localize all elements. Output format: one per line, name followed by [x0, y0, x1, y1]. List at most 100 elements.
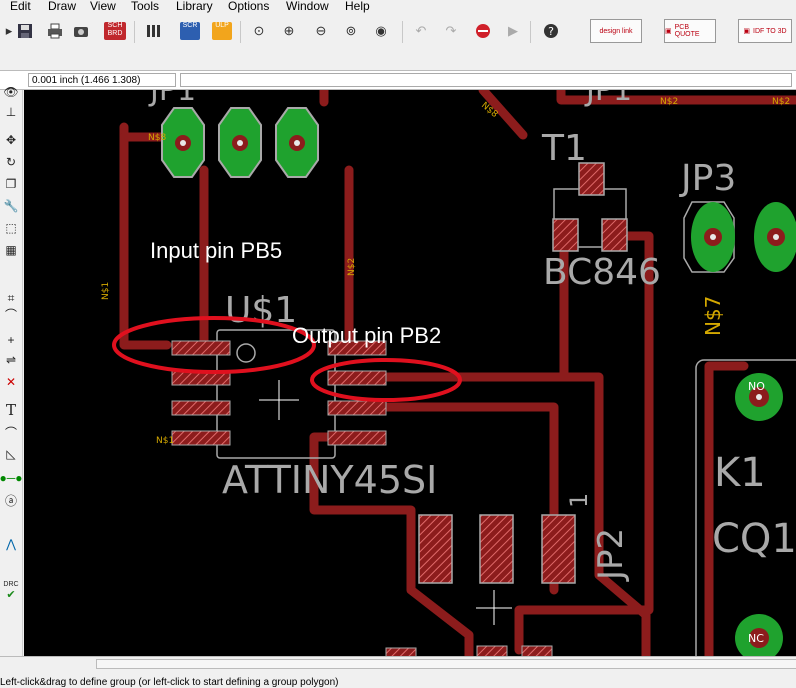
jp1-connector [161, 107, 319, 178]
cube-icon: ▣ [743, 28, 751, 35]
net-label-n1-left: N$1 [101, 282, 111, 300]
lower-pad-c [385, 647, 417, 656]
autorouter-icon[interactable]: ⋀ [6, 537, 16, 551]
delete-icon[interactable]: ✕ [5, 375, 17, 389]
redo-icon[interactable]: ↷ [445, 23, 457, 38]
jp3-pad-2 [754, 202, 796, 272]
mark-icon[interactable]: ⊥ [5, 105, 17, 119]
status-message: Left-click&drag to define group (or left… [0, 677, 339, 688]
stop-icon[interactable] [474, 22, 492, 40]
menu-tools[interactable]: Tools [131, 0, 160, 13]
zoom-in-icon[interactable]: ⊕ [283, 23, 295, 38]
add-icon[interactable]: + [7, 333, 15, 347]
pinswap-icon[interactable]: ⇌ [5, 353, 17, 367]
k1-outline [695, 359, 796, 656]
arc-icon[interactable]: ⌒ [4, 307, 17, 322]
trace-output [374, 372, 651, 656]
help-icon[interactable]: ? [542, 22, 560, 40]
polygon-icon[interactable]: ◺ [6, 447, 16, 461]
t1-pad-collector [578, 162, 605, 196]
crosshair-icon [259, 380, 299, 420]
attribute-icon[interactable]: ⓐ [4, 493, 17, 508]
idf-to-3d-label: IDF TO 3D [753, 27, 787, 35]
label-jp1: JP1 [148, 90, 196, 108]
u1-pin-6 [327, 400, 387, 416]
jp3-pad-1 [691, 202, 735, 272]
group-icon[interactable]: ⬚ [5, 221, 17, 235]
jp1-pad-1 [161, 107, 205, 178]
jp2-connector [385, 514, 576, 656]
arrow-icon[interactable]: ▸ [5, 23, 13, 38]
trace-k1 [704, 361, 749, 656]
zoom-out-icon[interactable]: ⊖ [315, 23, 327, 38]
camera-icon[interactable] [72, 22, 90, 40]
zoom-redraw-icon[interactable]: ⊚ [345, 23, 357, 38]
u1-pin-4 [171, 430, 231, 446]
paste-icon[interactable]: ▦ [5, 243, 17, 257]
move-icon[interactable]: ✥ [5, 133, 17, 147]
label-bc846: BC846 [543, 252, 661, 293]
copy-icon[interactable]: ❐ [5, 177, 17, 191]
go-icon[interactable]: ▶ [508, 23, 518, 38]
script-button[interactable]: SCR [180, 22, 200, 40]
ulp-button[interactable]: ULP [212, 22, 232, 40]
menu-view[interactable]: View [90, 0, 116, 13]
menu-help[interactable]: Help [345, 0, 370, 13]
svg-text:?: ? [548, 25, 554, 38]
design-link-label: design link [599, 27, 633, 35]
layer-bars-icon[interactable] [144, 22, 162, 40]
sch-brd-switch-button[interactable]: SCH BRD [104, 22, 126, 40]
wire-arc-icon[interactable]: ⌒ [4, 425, 17, 440]
u1-ic [171, 329, 387, 459]
board-drawing: JP1 JP1 T1 JP3 BC846 U$1 ATTINY45SI K1 C… [101, 90, 796, 656]
menu-library[interactable]: Library [176, 0, 213, 13]
menu-options[interactable]: Options [228, 0, 270, 13]
net-label-n2-right: N$2 [772, 97, 790, 107]
status-bar: Left-click&drag to define group (or left… [0, 656, 796, 688]
menu-draw[interactable]: Draw [48, 0, 77, 13]
route-icon[interactable]: ●─● [0, 471, 23, 485]
text-tool[interactable]: T [5, 401, 16, 419]
pcb-canvas[interactable]: JP1 JP1 T1 JP3 BC846 U$1 ATTINY45SI K1 C… [24, 90, 796, 656]
eye-icon[interactable]: 👁 [3, 85, 19, 99]
menu-edit[interactable]: Edit [10, 0, 31, 13]
jp2-pad-1 [541, 514, 576, 584]
zoom-fit-icon[interactable]: ⊙ [253, 23, 265, 38]
undo-icon[interactable]: ↶ [415, 23, 427, 38]
separator [530, 21, 531, 43]
label-jp1-right: JP1 [584, 90, 632, 108]
chip-icon: ▣ [665, 28, 672, 35]
rotate-icon[interactable]: ↻ [5, 155, 17, 169]
pcb-quote-button[interactable]: ▣PCB QUOTE [664, 19, 716, 43]
save-icon[interactable] [16, 22, 34, 40]
label-jp3: JP3 [679, 158, 736, 199]
label-k1: K1 [714, 450, 766, 496]
annotation-ellipse-input [112, 316, 316, 374]
t1-pad-base [552, 218, 579, 252]
k1-pad-nc [735, 614, 783, 656]
t1-transistor [552, 162, 628, 252]
zoom-select-icon[interactable]: ◉ [375, 23, 387, 38]
status-indicator [96, 659, 796, 669]
t1-pad-emitter [601, 218, 628, 252]
trace-n8 [478, 90, 528, 140]
trace-t1-collector [514, 231, 654, 655]
command-line-input[interactable] [180, 73, 792, 87]
design-link-button[interactable]: design link [590, 19, 642, 43]
net-label-n2-mid: N$2 [347, 258, 357, 276]
separator [134, 21, 135, 43]
print-icon[interactable] [46, 22, 64, 40]
idf-to-3d-button[interactable]: ▣IDF TO 3D [738, 19, 792, 43]
pcb-quote-label: PCB QUOTE [674, 24, 700, 38]
trace-pb0 [309, 432, 474, 656]
menu-bar: Edit Draw View Tools Library Options Win… [0, 0, 796, 14]
separator [240, 21, 241, 43]
trace-n1 [119, 122, 172, 350]
menu-window[interactable]: Window [286, 0, 329, 13]
miter-icon[interactable]: ⌗ [7, 290, 15, 305]
label-jp2-pin1: 1 [565, 493, 593, 508]
toolbar: ▸ SCH BRD SCR ULP ⊙ ⊕ ⊖ ⊚ ◉ ↶ ↷ ▶ ? desi… [0, 14, 796, 51]
wrench-icon[interactable]: 🔧 [3, 199, 19, 213]
drc-button[interactable]: DRC✔ [2, 580, 20, 602]
label-t1: T1 [541, 128, 587, 169]
